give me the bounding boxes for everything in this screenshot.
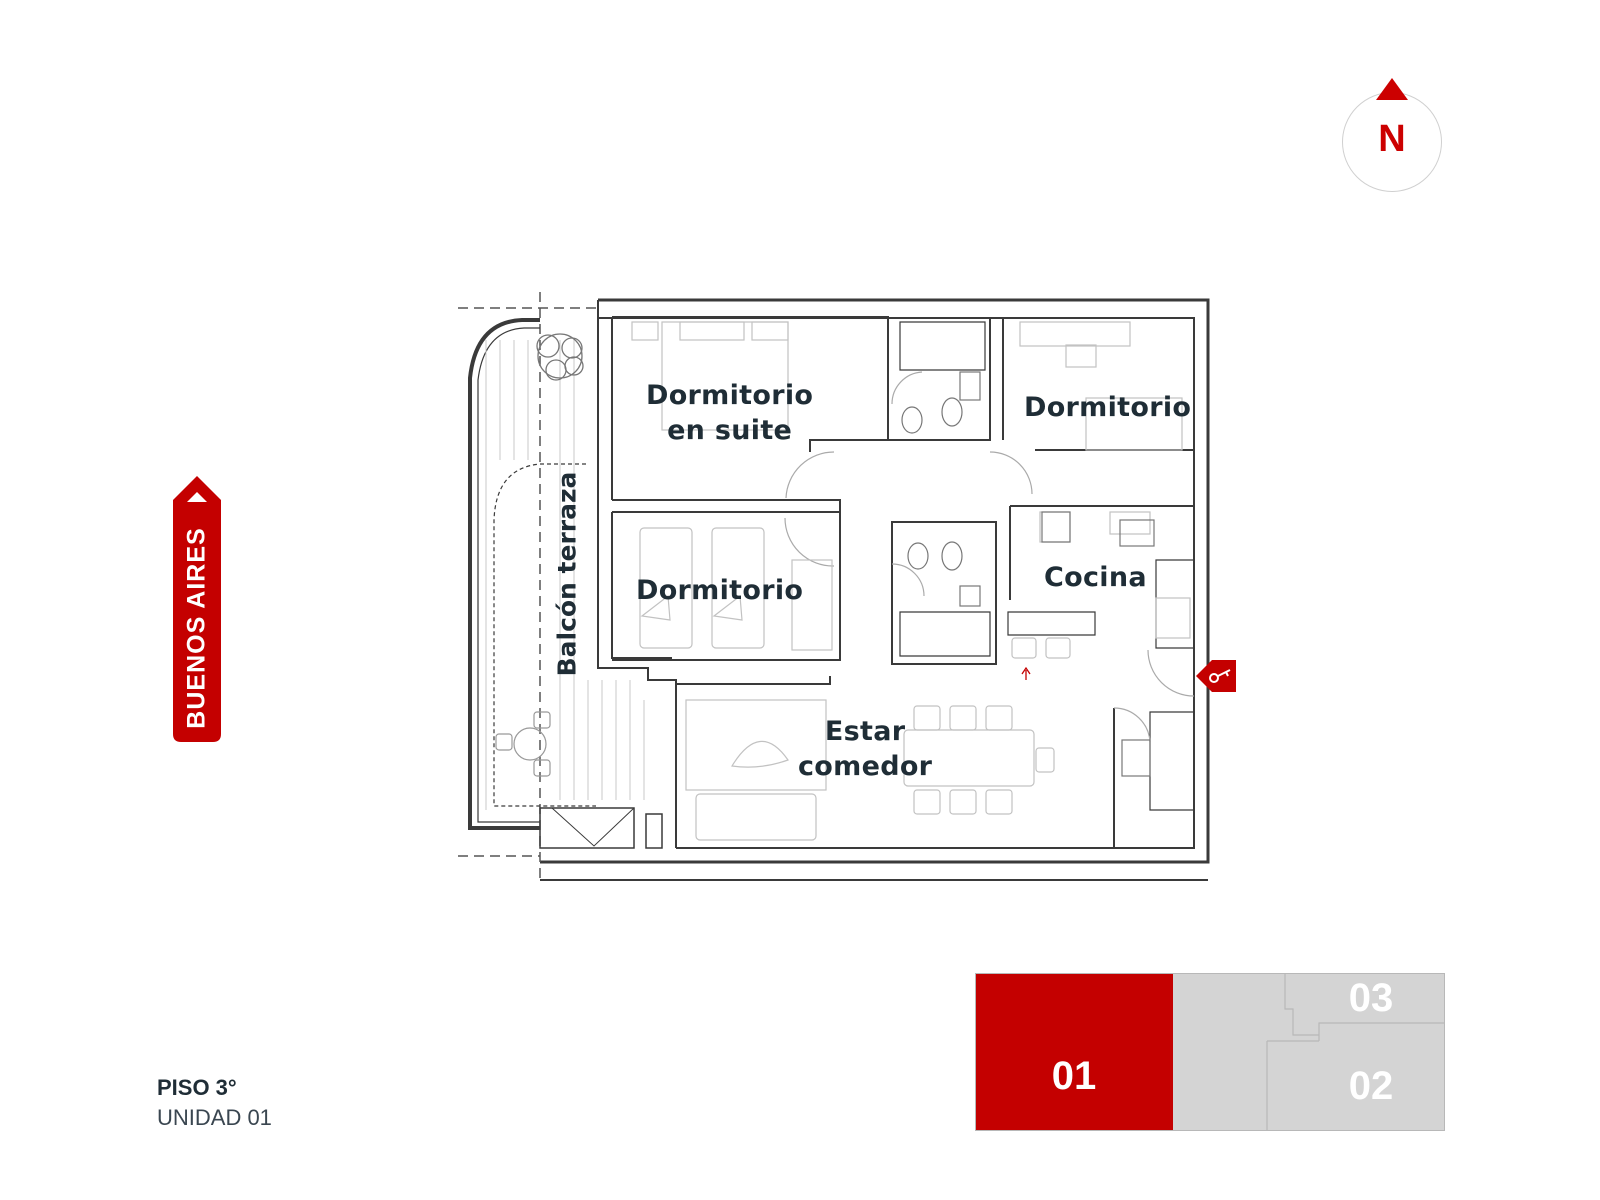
room-suite-line1: Dormitorio — [646, 380, 814, 411]
key-icon — [1196, 660, 1236, 692]
floor-label: PISO 3° — [157, 1075, 237, 1100]
unit-02-number: 02 — [1348, 1064, 1394, 1108]
unit-label: UNIDAD 01 — [157, 1105, 272, 1130]
room-suite-label: Dormitorio en suite — [646, 378, 813, 448]
room-bedroom-w-label: Dormitorio — [636, 575, 804, 606]
unit-03-block[interactable] — [1173, 973, 1445, 1029]
unit-03-number: 03 — [1348, 976, 1394, 1020]
room-bedroom-ne-label: Dormitorio — [1024, 392, 1192, 423]
street-label: BUENOS AIRES — [182, 527, 211, 729]
room-kitchen-label: Cocina — [1044, 562, 1147, 593]
street-tag-icon — [173, 476, 221, 742]
unit-02-block[interactable] — [1267, 1023, 1445, 1131]
north-arrow-icon — [1376, 78, 1408, 100]
room-living-line2: comedor — [798, 751, 933, 782]
unit-01-block[interactable] — [975, 973, 1173, 1131]
room-balcony-label: Balcón terraza — [552, 471, 582, 677]
unit-keyplan — [975, 973, 1445, 1131]
room-living-label: Estar comedor — [798, 714, 932, 784]
compass-letter: N — [1378, 118, 1406, 160]
unit-01-number: 01 — [1051, 1054, 1097, 1098]
room-suite-line2: en suite — [667, 415, 793, 446]
room-living-line1: Estar — [824, 716, 906, 747]
